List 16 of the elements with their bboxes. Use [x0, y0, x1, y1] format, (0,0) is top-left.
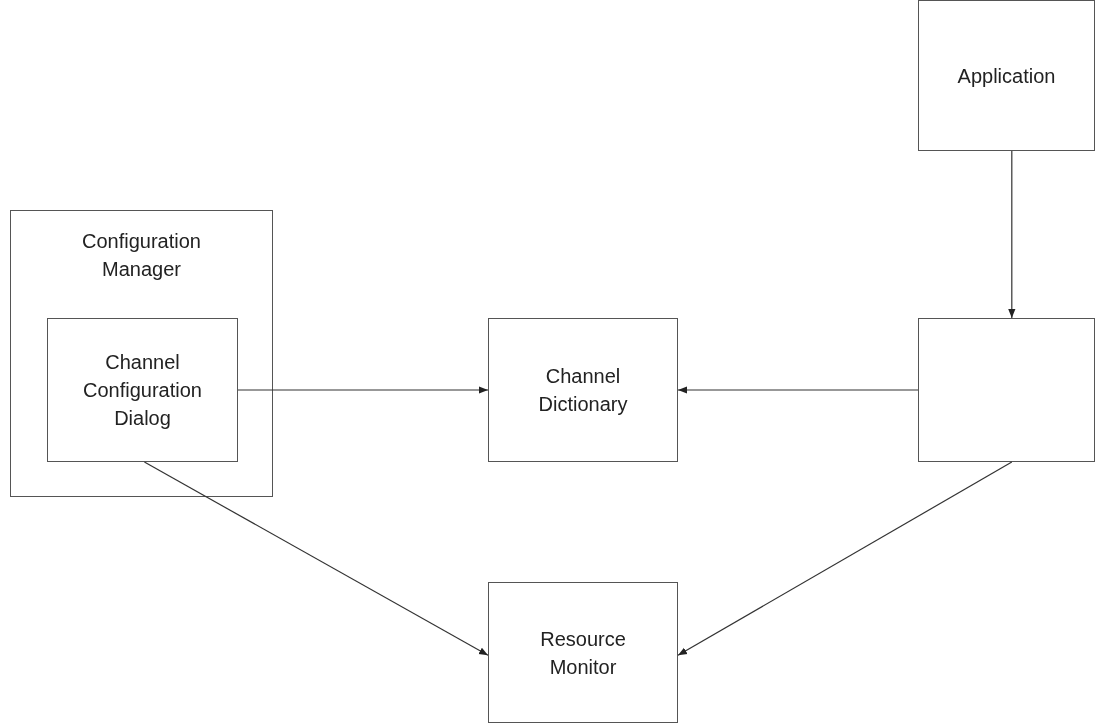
component-box — [488, 318, 678, 462]
arrow — [143, 461, 489, 656]
arrow — [677, 461, 1013, 656]
arrow — [237, 386, 489, 394]
component-box — [918, 0, 1095, 151]
box-label: Configuration Manager — [81, 229, 202, 282]
arrow — [1008, 150, 1016, 319]
box-label: Application — [957, 63, 1056, 89]
box-label: Resource Monitor — [539, 626, 627, 680]
box-label: Channel Dictionary — [537, 364, 629, 417]
component-box — [488, 582, 678, 723]
box-label: Channel Configuration Dialog — [82, 350, 203, 431]
box-shape — [918, 318, 1095, 462]
arrow — [677, 386, 919, 394]
component-box — [47, 318, 238, 462]
container-box — [10, 210, 273, 497]
